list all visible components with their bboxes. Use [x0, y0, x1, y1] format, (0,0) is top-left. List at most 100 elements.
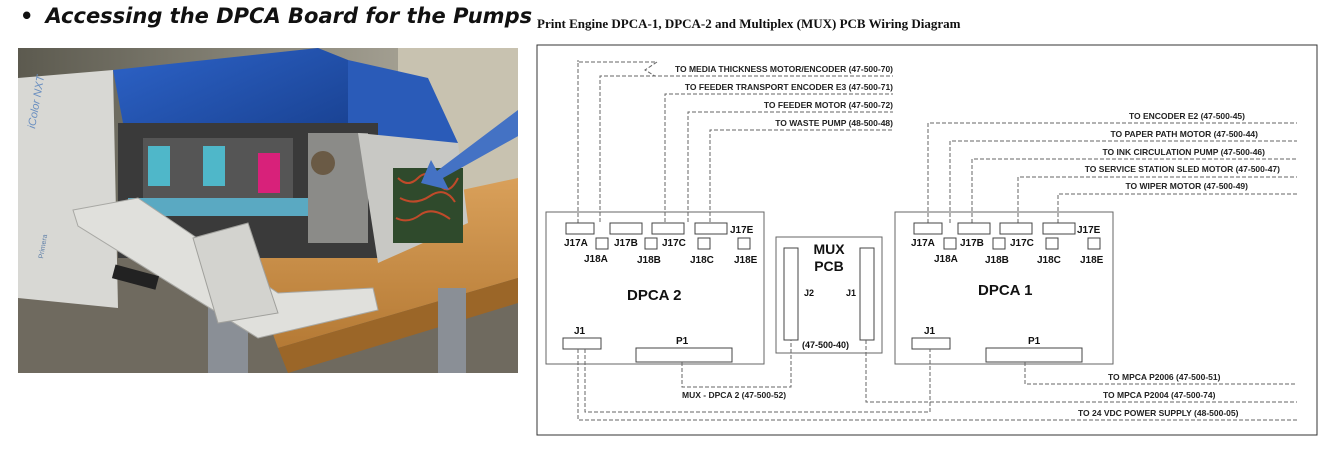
dpca2-j17b-label: J17B: [614, 238, 638, 249]
dpca1-j18e-label: J18E: [1080, 255, 1104, 266]
ink-cartridge-cyan: [148, 146, 170, 186]
label-encoder-e2: TO ENCODER E2 (47-500-45): [1129, 111, 1245, 121]
dpca2-j18a-connector: [595, 237, 609, 250]
dpca2-j18c-label: J18C: [690, 255, 714, 266]
wire-feeder-motor: [687, 111, 893, 222]
dpca2-j17a-connector: [565, 222, 595, 235]
wire-wiper-motor: [1057, 193, 1297, 223]
wire-service-station: [1017, 176, 1297, 223]
wire-paper-path: [949, 140, 1297, 223]
dpca1-j18a-label: J18A: [934, 254, 958, 265]
wire-mpca-p2006: [1024, 362, 1297, 385]
pointer-arrow: [421, 110, 518, 190]
dpca2-j18c-connector: [697, 237, 711, 250]
dpca2-j17e-connector: [694, 222, 728, 235]
dpca1-j17c-label: J17C: [1010, 238, 1034, 249]
mux-part-number: (47-500-40): [802, 340, 849, 350]
wire-waste-pump: [709, 129, 893, 222]
dpca2-p1-connector: [635, 347, 733, 363]
dpca2-j18b-label: J18B: [637, 255, 661, 266]
dpca1-board: [894, 211, 1114, 365]
printer-gear: [311, 151, 335, 175]
dpca1-j18b-label: J18B: [985, 255, 1009, 266]
slide-title-text: Accessing the DPCA Board for the Pumps: [45, 4, 533, 28]
wire-media-2: [599, 75, 893, 222]
label-paper-path: TO PAPER PATH MOTOR (47-500-44): [1110, 129, 1258, 139]
printer-maker-label: Primera: [38, 234, 49, 259]
dpca1-j18b-connector: [992, 237, 1006, 250]
bullet-point: •: [20, 4, 34, 28]
mux-title-line2: PCB: [814, 258, 844, 274]
dpca2-board: [545, 211, 765, 365]
printer-left-body: [18, 70, 118, 308]
label-power-supply: TO 24 VDC POWER SUPPLY (48-500-05): [1078, 408, 1239, 418]
label-service-station: TO SERVICE STATION SLED MOTOR (47-500-47…: [1085, 164, 1280, 174]
printer-photo: iColor NXT Primera: [18, 48, 518, 373]
table-leg-right: [438, 288, 466, 373]
diagram-frame: [536, 44, 1318, 436]
dpca1-p1-label: P1: [1028, 336, 1041, 347]
wire-ink-circulation: [971, 158, 1297, 223]
dpca1-j17a-label: J17A: [911, 238, 935, 249]
dpca1-j17a-connector: [913, 222, 943, 235]
dpca1-j17e-label: J17E: [1077, 225, 1101, 236]
label-feeder-motor: TO FEEDER MOTOR (47-500-72): [764, 100, 893, 110]
dpca1-j18a-connector: [943, 237, 957, 250]
dpca1-j1-connector: [911, 337, 951, 350]
dpca1-j17b-label: J17B: [960, 238, 984, 249]
ink-cartridge-cyan-2: [203, 146, 225, 186]
label-media-thickness: TO MEDIA THICKNESS MOTOR/ENCODER (47-500…: [675, 64, 893, 74]
dpca2-name: DPCA 2: [627, 287, 681, 304]
mux-j1-connector: [859, 247, 875, 341]
label-feeder-encoder: TO FEEDER TRANSPORT ENCODER E3 (47-500-7…: [685, 82, 893, 92]
dpca1-p1-connector: [985, 347, 1083, 363]
dpca1-j17c-connector: [999, 222, 1033, 235]
wire-power-2: [584, 349, 931, 413]
tray-clip: [111, 264, 160, 290]
wire-mpca-p2004: [865, 340, 1297, 403]
tray-flap: [192, 222, 279, 324]
label-mux-dpca2: MUX - DPCA 2 (47-500-52): [682, 390, 786, 400]
dpca1-top-wires: [927, 122, 1297, 223]
printer-blue-lid-side: [348, 60, 458, 143]
slide-title: • Accessing the DPCA Board for the Pumps: [20, 4, 532, 28]
dpca1-j17e-connector: [1042, 222, 1076, 235]
dpca2-p1-label: P1: [676, 336, 689, 347]
wire-feeder-encoder: [664, 93, 893, 222]
mux-j2-label: J2: [804, 288, 814, 298]
label-waste-pump: TO WASTE PUMP (48-500-48): [775, 118, 893, 128]
dpca1-j1-label: J1: [924, 326, 936, 337]
diagram-title: Print Engine DPCA-1, DPCA-2 and Multiple…: [537, 16, 961, 31]
dpca2-j17c-connector: [651, 222, 685, 235]
mux-title-line1: MUX: [813, 241, 845, 257]
dpca2-j18b-connector: [644, 237, 658, 250]
dpca2-j17a-label: J17A: [564, 238, 588, 249]
wire-media-1: [577, 60, 655, 223]
printer-gear-panel: [308, 133, 368, 243]
wire-media-arrow: [644, 61, 658, 77]
mux-j1-label: J1: [846, 288, 856, 298]
ink-cartridge-magenta: [258, 153, 280, 193]
dpca2-j1-connector: [562, 337, 602, 350]
mux-pcb-board: [775, 236, 883, 354]
dpca2-j17c-label: J17C: [662, 238, 686, 249]
cartridge-carriage: [128, 198, 358, 216]
wire-encoder-e2: [927, 122, 1297, 223]
label-wiper-motor: TO WIPER MOTOR (47-500-49): [1126, 181, 1249, 191]
dpca2-j1-label: J1: [574, 326, 586, 337]
dpca2-j18e-connector: [737, 237, 751, 250]
label-ink-circulation: TO INK CIRCULATION PUMP (47-500-46): [1103, 147, 1266, 157]
dpca2-top-wires: [577, 60, 893, 223]
dpca1-j17b-connector: [957, 222, 991, 235]
dpca2-j17b-connector: [609, 222, 643, 235]
dpca1-j18c-label: J18C: [1037, 255, 1061, 266]
label-mpca-p2006: TO MPCA P2006 (47-500-51): [1108, 372, 1221, 382]
dpca2-j18e-label: J18E: [734, 255, 758, 266]
wire-mux-dpca2: [681, 340, 792, 388]
mux-j2-connector: [783, 247, 799, 341]
dpca1-name: DPCA 1: [978, 282, 1032, 299]
dpca2-j18a-label: J18A: [584, 254, 608, 265]
dpca2-j17e-label: J17E: [730, 225, 754, 236]
label-mpca-p2004: TO MPCA P2004 (47-500-74): [1103, 390, 1216, 400]
